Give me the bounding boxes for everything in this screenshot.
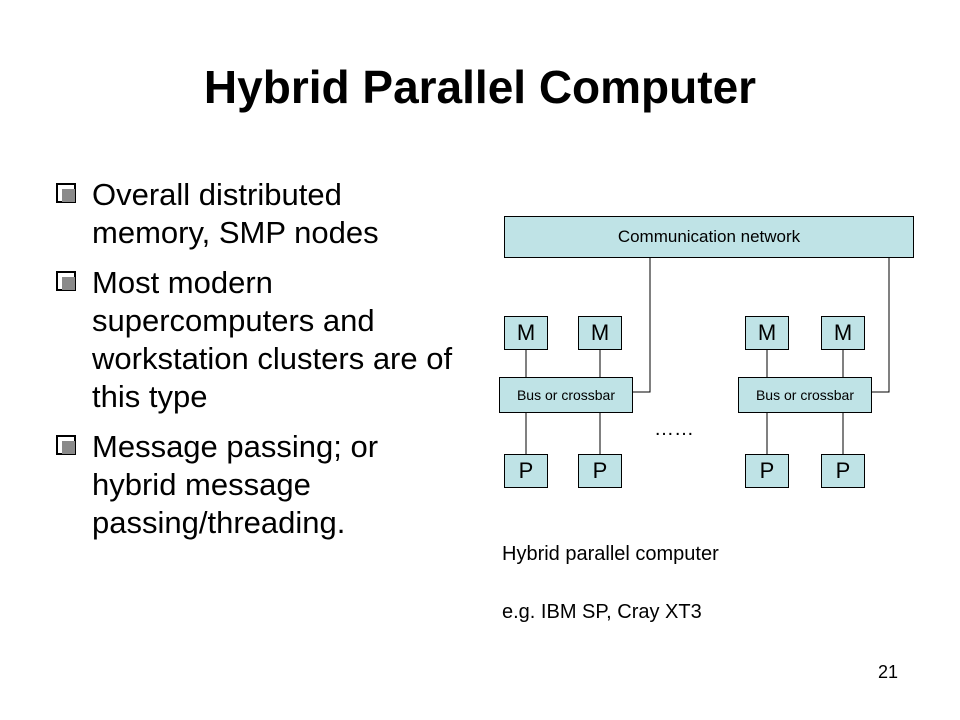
diagram-caption: Hybrid parallel computer bbox=[502, 543, 719, 565]
bullet-item: Message passing; or hybrid message passi… bbox=[56, 428, 456, 542]
page-number: 21 bbox=[878, 662, 899, 682]
bullet-text: Overall distributed memory, SMP nodes bbox=[92, 177, 379, 250]
bullet-list: Overall distributed memory, SMP nodes Mo… bbox=[56, 176, 456, 554]
bullet-item: Overall distributed memory, SMP nodes bbox=[56, 176, 456, 252]
processor-box: P bbox=[578, 454, 622, 488]
processor-box: P bbox=[745, 454, 789, 488]
slide-title: Hybrid Parallel Computer bbox=[203, 61, 757, 113]
memory-box: M bbox=[821, 316, 865, 350]
bus-crossbar-box: Bus or crossbar bbox=[738, 377, 872, 413]
processor-box: P bbox=[504, 454, 548, 488]
network-link-right bbox=[872, 258, 890, 393]
checkbox-bullet-icon bbox=[56, 183, 76, 203]
ellipsis-more-nodes: …… bbox=[654, 418, 694, 440]
memory-box: M bbox=[504, 316, 548, 350]
diagram-example: e.g. IBM SP, Cray XT3 bbox=[502, 601, 702, 623]
memory-box: M bbox=[578, 316, 622, 350]
memory-box: M bbox=[745, 316, 789, 350]
bullet-item: Most modern supercomputers and workstati… bbox=[56, 264, 456, 416]
checkbox-bullet-icon bbox=[56, 435, 76, 455]
checkbox-bullet-icon bbox=[56, 271, 76, 291]
bus-crossbar-box: Bus or crossbar bbox=[499, 377, 633, 413]
communication-network-box: Communication network bbox=[504, 216, 914, 258]
network-link-left bbox=[633, 258, 651, 393]
bullet-text: Most modern supercomputers and workstati… bbox=[92, 265, 453, 414]
processor-box: P bbox=[821, 454, 865, 488]
bullet-text: Message passing; or hybrid message passi… bbox=[92, 429, 379, 540]
